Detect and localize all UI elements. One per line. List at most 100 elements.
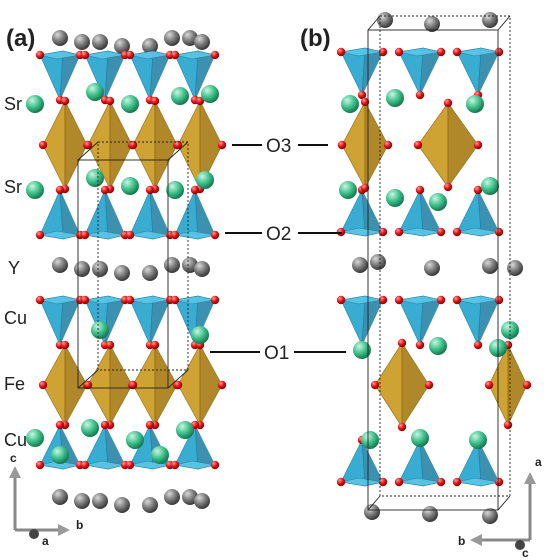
oxygen-atom [494,295,504,305]
pyramid-face [59,189,81,240]
oxygen-atom [55,420,65,430]
oxygen-atom [357,90,367,100]
y-atom [142,265,158,281]
panel-a-label: (a) [6,25,35,52]
pyramid-face [104,50,126,101]
octahedron-face [447,101,479,189]
sr-atom [429,337,447,355]
oxygen-atom [145,420,155,430]
oxygen-atom [473,140,483,150]
oxygen-atom [378,295,388,305]
oxygen-atom [436,295,446,305]
oxygen-atom [173,380,183,390]
oxygen-atom [80,460,90,470]
oxygen-atom [443,182,453,192]
oxygen-atom [190,185,200,195]
y-atom [74,261,90,277]
oxygen-atom [210,295,220,305]
y-atom [377,12,393,28]
oxygen-atom [336,477,346,487]
pyramid-face [149,295,171,346]
oxygen-atom [105,96,115,106]
oxygen-atom [452,227,462,237]
oxygen-atom [128,380,138,390]
o3-label: O3 [266,136,291,157]
y-atom [142,497,158,513]
unit-cell-edge [97,141,189,371]
oxygen-atom [125,50,135,60]
axis-a-marker [29,529,39,539]
axis-b-arrowhead [58,524,70,536]
oxygen-atom [38,380,48,390]
sr-atom [386,189,404,207]
y-atom [424,260,440,276]
oxygen-atom [60,340,70,350]
sr-atom [26,429,44,447]
y-atom [164,489,180,505]
oxygen-atom [170,230,180,240]
oxygen-atom [378,477,388,487]
oxygen-atom [217,380,227,390]
y-atom [114,38,130,54]
oxygen-atom [452,47,462,57]
y-atom [194,261,210,277]
y-atom [482,12,498,28]
pyramid-face [59,295,81,346]
oxygen-atom [394,477,404,487]
sr-atom [86,83,104,101]
octahedron-face [109,100,133,190]
oxygen-atom [210,230,220,240]
octahedron-face [109,344,133,426]
unit-cell-edge [367,29,499,511]
oxygen-atom [413,140,423,150]
oxygen-atom [397,422,407,432]
sr-atom [86,169,104,187]
oxygen-atom [484,380,494,390]
oxygen-atom [60,96,70,106]
oxygen-atom [80,230,90,240]
sr-atom [171,87,189,105]
sr-atom [81,419,99,437]
octahedron-face [364,101,389,189]
oxygen-atom [494,227,504,237]
site-label-sr-upper: Sr [4,94,22,114]
sr-atom [353,341,371,359]
unit-cell-edge [367,15,381,31]
y-atom [194,493,210,509]
oxygen-atom [100,185,110,195]
sr-atom [339,181,357,199]
panel-b-label: (b) [300,25,331,52]
unit-cell-edge [167,141,189,161]
octahedron-face [401,341,430,429]
oxygen-atom [415,340,425,350]
oxygen-atom [397,338,407,348]
sr-atom [191,326,209,344]
sr-atom [126,431,144,449]
oxygen-atom [452,477,462,487]
octahedron-face [507,344,528,426]
oxygen-atom [394,227,404,237]
sr-atom [481,177,499,195]
panel-b: (b) a b c [300,12,542,560]
site-label-cu-lower: Cu [4,430,27,450]
oxygen-atom [473,185,483,195]
unit-cell-edge [367,495,381,511]
oxygen-atom [436,47,446,57]
site-label-cu-upper: Cu [4,308,27,328]
oxygen-atom [370,380,380,390]
sr-atom [121,177,139,195]
axis-c-marker [515,540,525,550]
octahedron-face [417,101,449,189]
unit-cell-edge [167,369,189,389]
sr-atom [91,321,109,339]
sr-atom [166,181,184,199]
panel-a-structure [26,30,227,513]
axis-a-vertical-label: c [10,451,17,465]
y-atom [194,34,210,50]
octahedron-face [64,100,88,190]
y-atom [164,30,180,46]
octahedron-face [199,344,223,426]
sr-atom [429,193,447,211]
oxygen-atom [150,340,160,350]
